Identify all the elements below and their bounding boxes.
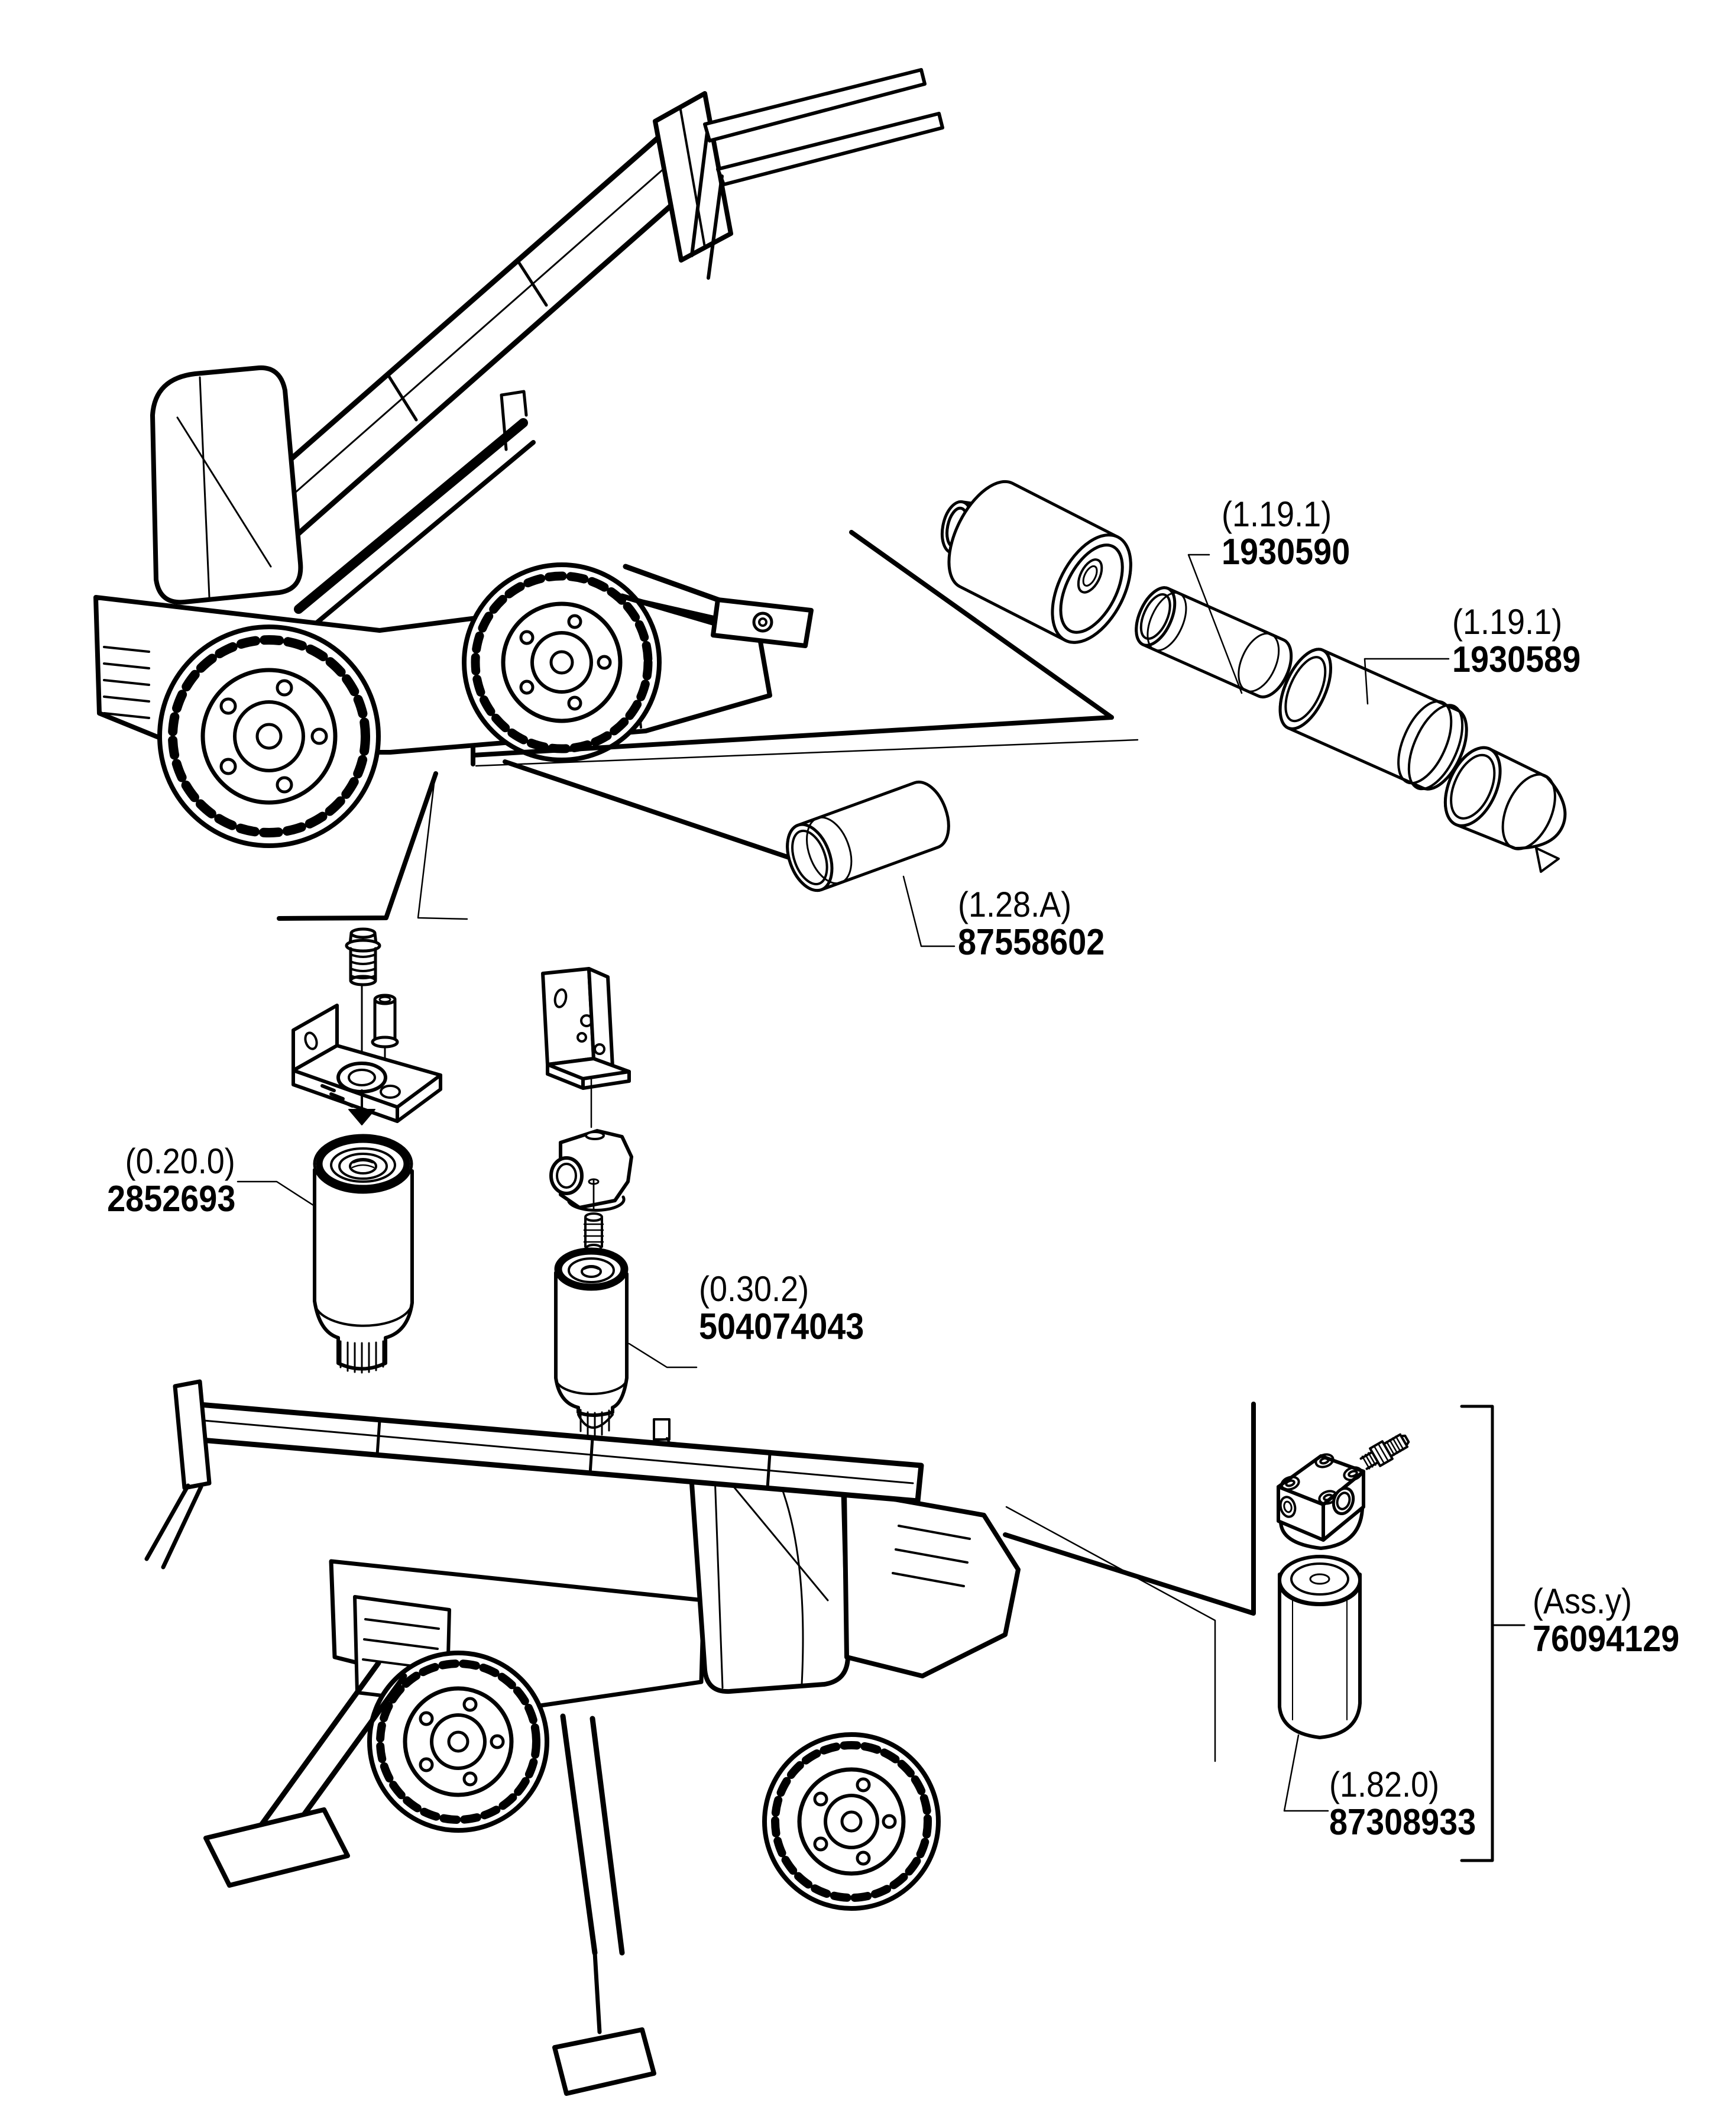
- vehicle-top-drawing: [93, 68, 944, 848]
- leader-lines-bottom: [1003, 1402, 1256, 1762]
- part-air-filter-outer-cartridge: [1278, 648, 1468, 791]
- part-label-oil-filter: (0.30.2) 504074043: [699, 1270, 882, 1346]
- section-ref: (1.19.1): [1222, 494, 1332, 534]
- part-intake-sleeve: [786, 780, 950, 892]
- part-oil-filter-bracket: [541, 967, 631, 1128]
- part-number: 504074043: [699, 1306, 864, 1347]
- part-number: 1930590: [1222, 532, 1350, 572]
- part-oil-filter-head: [549, 1129, 633, 1260]
- part-air-cleaner-housing: [940, 480, 1132, 644]
- section-ref: (0.20.0): [125, 1141, 235, 1181]
- section-ref: (0.30.2): [699, 1269, 809, 1309]
- part-label-air-filter-inner: (1.19.1) 1930590: [1222, 496, 1364, 571]
- part-label-hydraulic-cartridge: (1.82.0) 87308933: [1329, 1766, 1492, 1842]
- part-fuel-filter-cartridge: [313, 1134, 414, 1374]
- assembly-bracket: [1460, 1405, 1526, 1862]
- section-ref: (1.82.0): [1329, 1765, 1440, 1804]
- part-air-filter-inner-cartridge: [1135, 586, 1293, 698]
- part-hydraulic-filter-cartridge: [1278, 1555, 1362, 1739]
- section-ref: (1.19.1): [1452, 602, 1563, 642]
- part-number: 76094129: [1533, 1619, 1680, 1659]
- leader-lines-top: [277, 530, 1139, 921]
- section-ref: (Ass.y): [1533, 1581, 1632, 1621]
- part-hydraulic-filter-head: [1277, 1453, 1365, 1550]
- label-leader-lines: [237, 554, 1450, 1812]
- part-number: 2852693: [106, 1179, 235, 1219]
- part-label-intake-sleeve: (1.28.A) 87558602: [958, 886, 1121, 962]
- vehicle-bottom-drawing: [144, 1379, 1021, 2096]
- part-number: 1930589: [1452, 639, 1581, 680]
- part-label-air-filter-outer: (1.19.1) 1930589: [1452, 603, 1595, 679]
- section-ref: (1.28.A): [958, 885, 1072, 924]
- part-number: 87308933: [1329, 1802, 1476, 1843]
- part-air-cleaner-end-cover: [1443, 746, 1567, 873]
- part-number: 87558602: [958, 922, 1105, 963]
- part-oil-filter-cartridge: [554, 1247, 629, 1438]
- part-label-hydraulic-assembly: (Ass.y) 76094129: [1533, 1583, 1696, 1658]
- part-hydraulic-filter-fitting: [1359, 1433, 1410, 1470]
- part-fuel-filter-bracket-group: [292, 927, 442, 1125]
- part-label-fuel-filter: (0.20.0) 2852693: [69, 1143, 235, 1218]
